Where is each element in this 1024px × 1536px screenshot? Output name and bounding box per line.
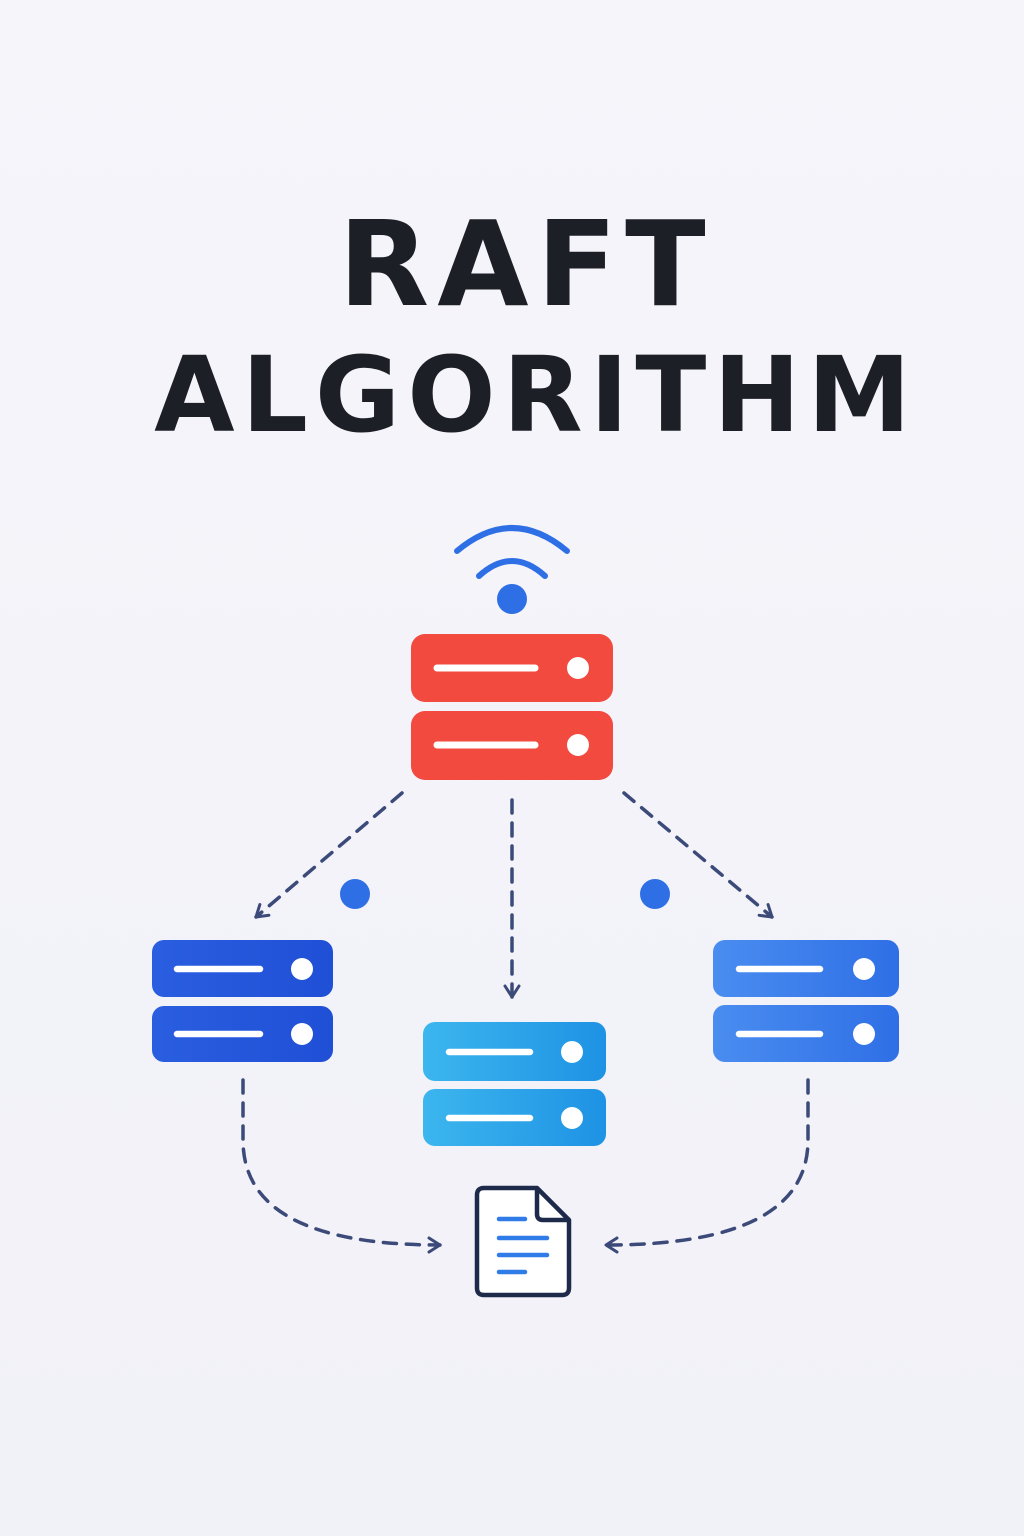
heartbeat-dot-left xyxy=(340,879,370,909)
wifi-icon xyxy=(454,525,570,614)
arrow-to-left-follower xyxy=(254,791,404,919)
follower-left-server-icon xyxy=(152,940,333,1062)
follower-right-server-icon xyxy=(713,940,899,1062)
server-unit-top xyxy=(152,940,333,997)
arrow-left-to-log xyxy=(241,1078,442,1254)
follower-middle-server-icon xyxy=(423,1022,606,1146)
signal-arc-inner xyxy=(476,558,548,579)
server-unit-bottom xyxy=(411,711,613,780)
signal-dot xyxy=(497,584,527,614)
title-line-1: RAFT xyxy=(338,195,714,333)
server-unit-top xyxy=(411,634,613,702)
heartbeat-dot-right xyxy=(640,879,670,909)
server-unit-top xyxy=(713,940,899,997)
server-unit-top xyxy=(423,1022,606,1081)
arrow-to-right-follower xyxy=(622,791,774,919)
signal-arc-outer xyxy=(454,525,570,554)
server-unit-bottom xyxy=(423,1089,606,1146)
replication-arrows xyxy=(254,791,774,999)
commit-arrows xyxy=(241,1078,810,1254)
document-icon xyxy=(474,1185,572,1298)
arrow-right-to-log xyxy=(604,1078,810,1254)
server-unit-bottom xyxy=(713,1005,899,1062)
title-line-2: ALGORITHM xyxy=(154,334,918,456)
leader-server-icon xyxy=(411,634,613,780)
server-unit-bottom xyxy=(152,1006,333,1062)
